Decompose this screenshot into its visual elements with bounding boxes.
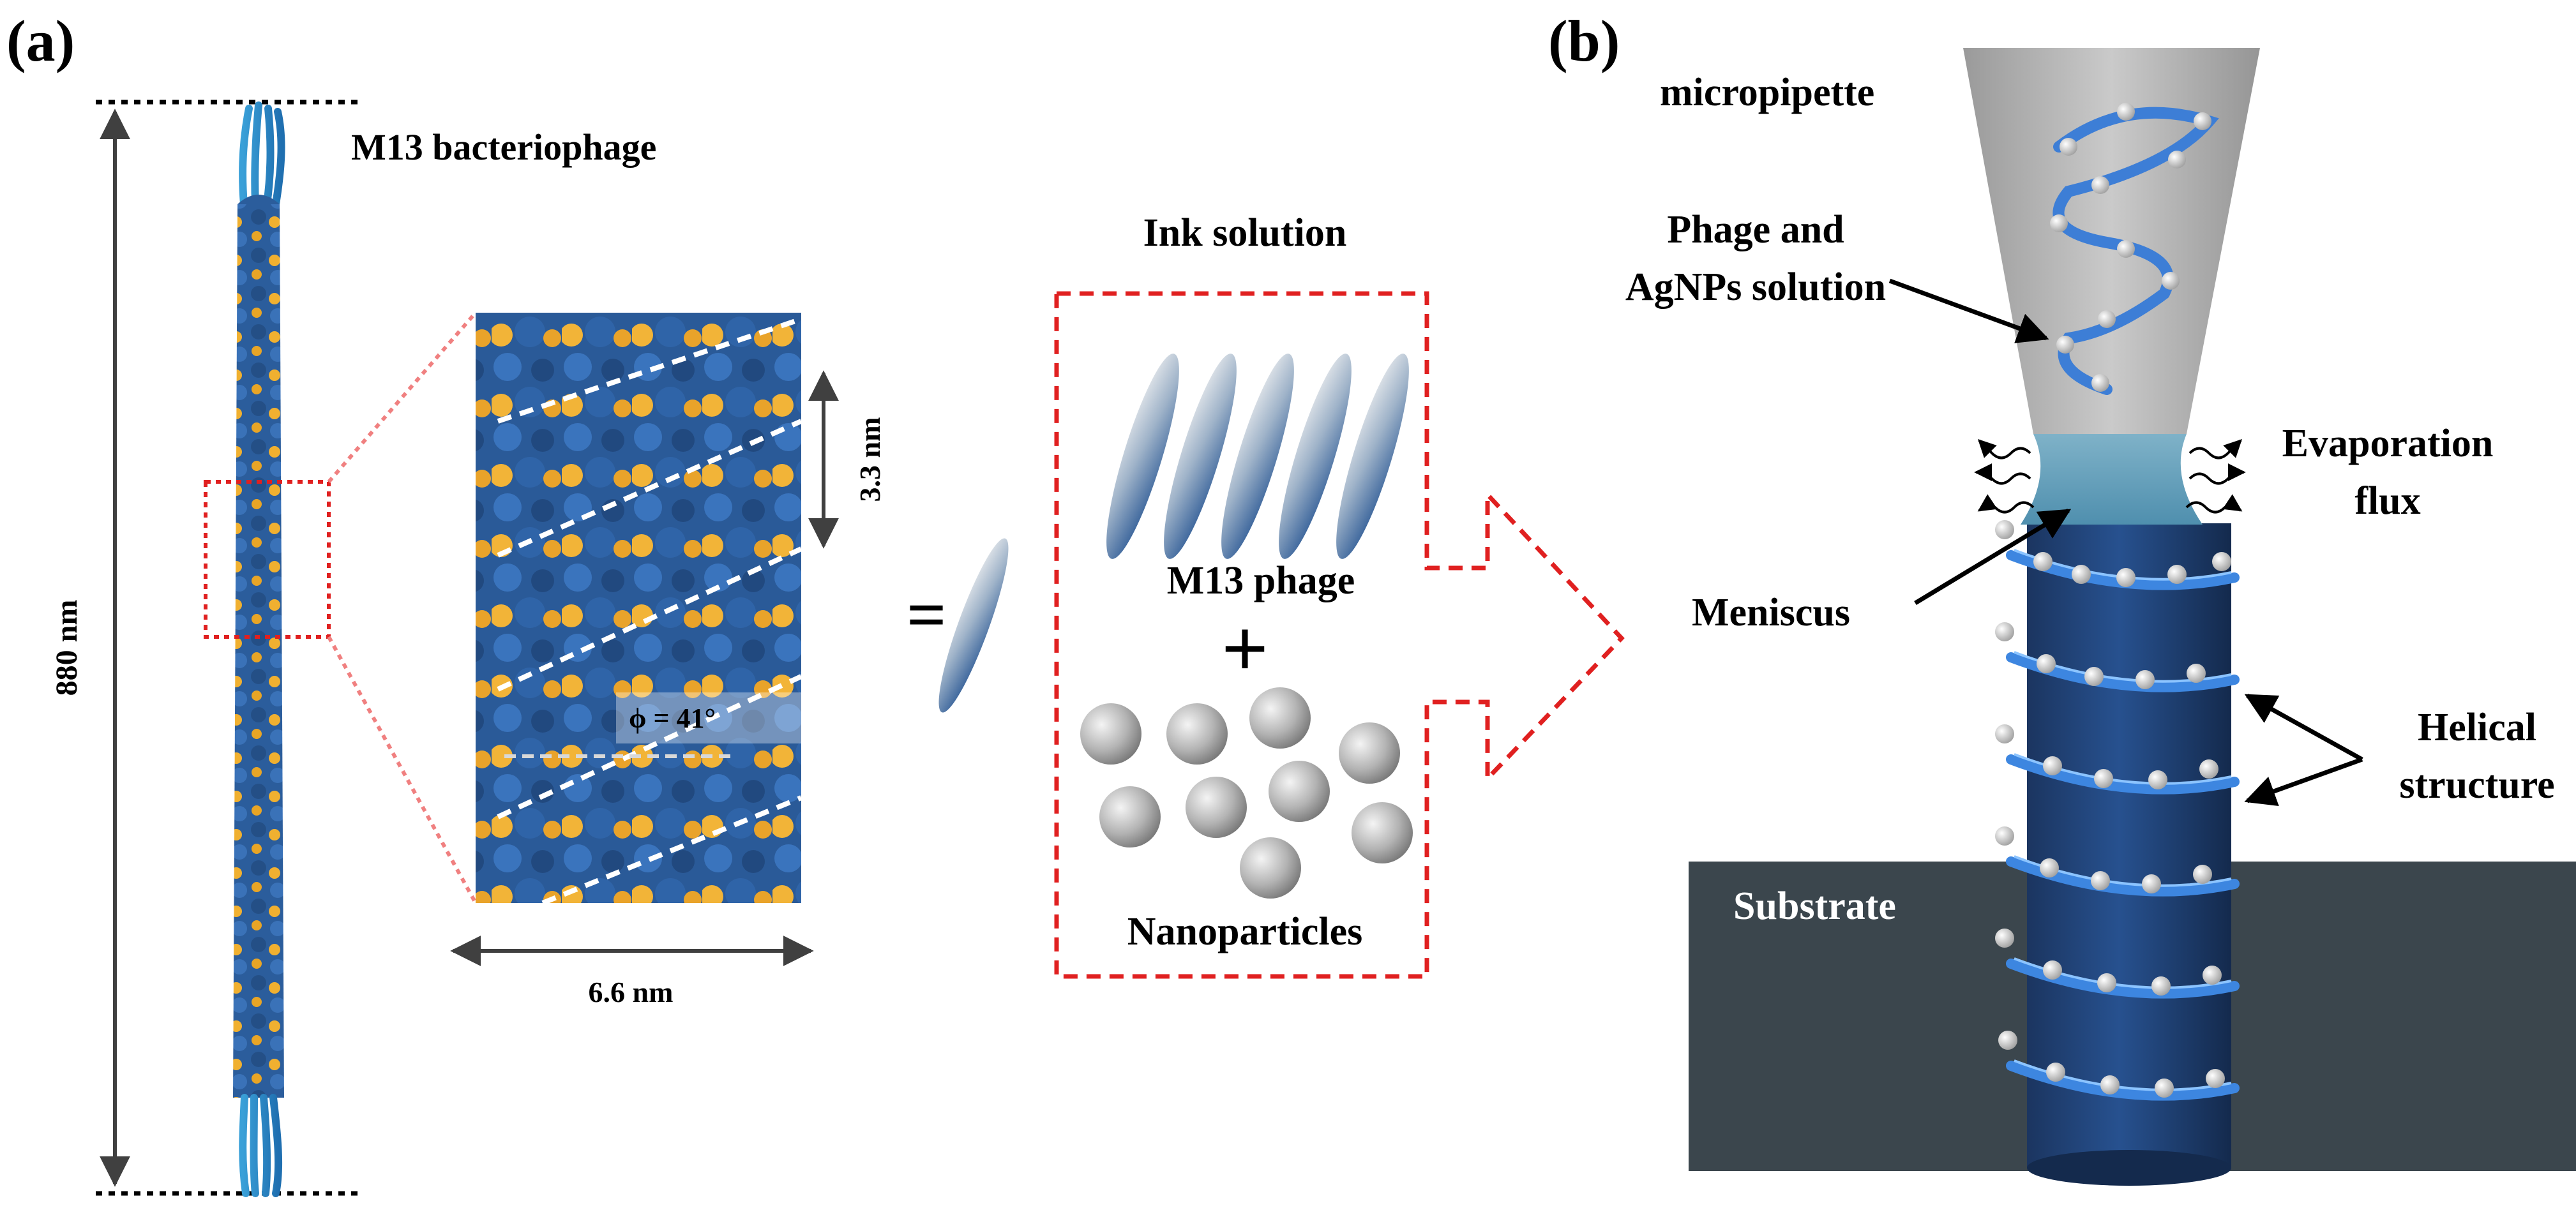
- plus-sign: +: [1221, 603, 1269, 695]
- length-label: 880 nm: [50, 600, 84, 696]
- evaporation-arrows-left: [1974, 439, 2035, 514]
- height-dimension: [96, 100, 361, 1196]
- meniscus-pointer-arrow: [1914, 509, 2072, 605]
- micropipette-label: micropipette: [1660, 71, 1874, 114]
- pipette-nanoparticles: [2050, 103, 2211, 392]
- zoom-indicator: [204, 311, 478, 904]
- meniscus-label: Meniscus: [1692, 591, 1850, 634]
- ink-solution-box: [1054, 291, 1625, 979]
- ink-title: Ink solution: [1143, 211, 1347, 255]
- angle-label: ϕ = 41°: [629, 703, 716, 734]
- panel-b-label: (b): [1548, 8, 1620, 73]
- solution-pointer-arrow: [1888, 278, 2049, 343]
- solution-label-line2: AgNPs solution: [1625, 265, 1886, 309]
- helical-pointer-arrows: [2244, 693, 2363, 807]
- helical-label-line2: structure: [2399, 763, 2554, 807]
- single-phage-rod: [938, 538, 1009, 713]
- m13-phage-filament: [233, 101, 285, 1197]
- substrate-label: Substrate: [1733, 885, 1896, 928]
- nanoparticles-label: Nanoparticles: [1127, 910, 1363, 953]
- printed-column: [2027, 523, 2231, 1186]
- equals-sign: =: [907, 576, 947, 653]
- evaporation-label-line1: Evaporation: [2282, 422, 2494, 465]
- panel-a-label: (a): [6, 8, 75, 73]
- nanoparticle-group: [1080, 687, 1413, 899]
- phage-label: M13 phage: [1167, 559, 1355, 602]
- meniscus-shape: [2021, 434, 2203, 525]
- width-label: 6.6 nm: [589, 976, 674, 1008]
- evaporation-label-line2: flux: [2354, 479, 2420, 523]
- pitch-label: 3.3 nm: [854, 417, 886, 502]
- pipette-helix: [2053, 107, 2219, 395]
- attached-nanoparticles: [1995, 520, 2231, 1098]
- helical-label-line1: Helical: [2418, 706, 2536, 749]
- phage-title: M13 bacteriophage: [351, 126, 656, 168]
- phage-rod-group: [1106, 354, 1409, 559]
- evaporation-arrows-right: [2185, 439, 2246, 514]
- zoomed-phage-view: [476, 313, 802, 906]
- solution-label-line1: Phage and: [1667, 208, 1844, 251]
